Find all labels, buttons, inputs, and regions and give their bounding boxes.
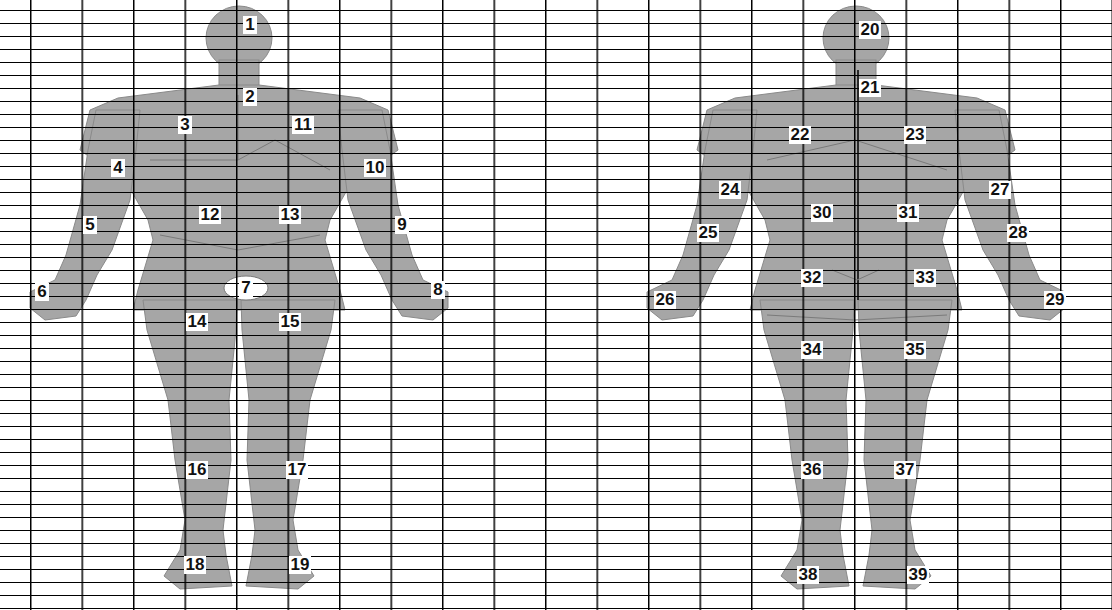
- callout-number: 9: [395, 216, 408, 234]
- callout-number: 26: [654, 291, 677, 309]
- callout-number: 38: [797, 566, 820, 584]
- callout-number: 6: [35, 283, 48, 301]
- callout-number: 4: [111, 159, 124, 177]
- callout-number: 25: [697, 224, 720, 242]
- callout-number: 31: [897, 204, 920, 222]
- callout-number: 32: [801, 269, 824, 287]
- callout-number: 39: [907, 566, 930, 584]
- callout-number: 17: [286, 461, 309, 479]
- callout-number: 14: [186, 313, 209, 331]
- callout-number: 35: [904, 341, 927, 359]
- callout-number: 23: [904, 126, 927, 144]
- callout-number: 20: [859, 21, 882, 39]
- callout-number: 18: [184, 556, 207, 574]
- callout-number: 13: [279, 206, 302, 224]
- callout-number: 21: [859, 79, 882, 97]
- callout-number: 19: [289, 556, 312, 574]
- callout-number: 8: [431, 281, 444, 299]
- callout-number: 1: [243, 16, 256, 34]
- callout-number: 11: [292, 116, 314, 134]
- callout-number: 22: [789, 126, 812, 144]
- callout-number: 29: [1044, 291, 1067, 309]
- callout-number: 7: [239, 279, 252, 297]
- callout-number: 12: [199, 206, 222, 224]
- callout-number: 33: [914, 269, 937, 287]
- callout-number: 36: [801, 461, 824, 479]
- callout-number: 15: [279, 313, 302, 331]
- callout-number: 37: [894, 461, 917, 479]
- callout-number: 3: [178, 116, 191, 134]
- callout-number: 27: [989, 181, 1012, 199]
- callout-number: 2: [243, 88, 256, 106]
- callout-number: 30: [811, 204, 834, 222]
- callout-number: 5: [83, 216, 96, 234]
- callout-number: 24: [719, 181, 742, 199]
- callout-number: 28: [1007, 224, 1030, 242]
- callout-number: 10: [364, 159, 387, 177]
- callout-number: 16: [186, 461, 209, 479]
- callout-number: 34: [801, 341, 824, 359]
